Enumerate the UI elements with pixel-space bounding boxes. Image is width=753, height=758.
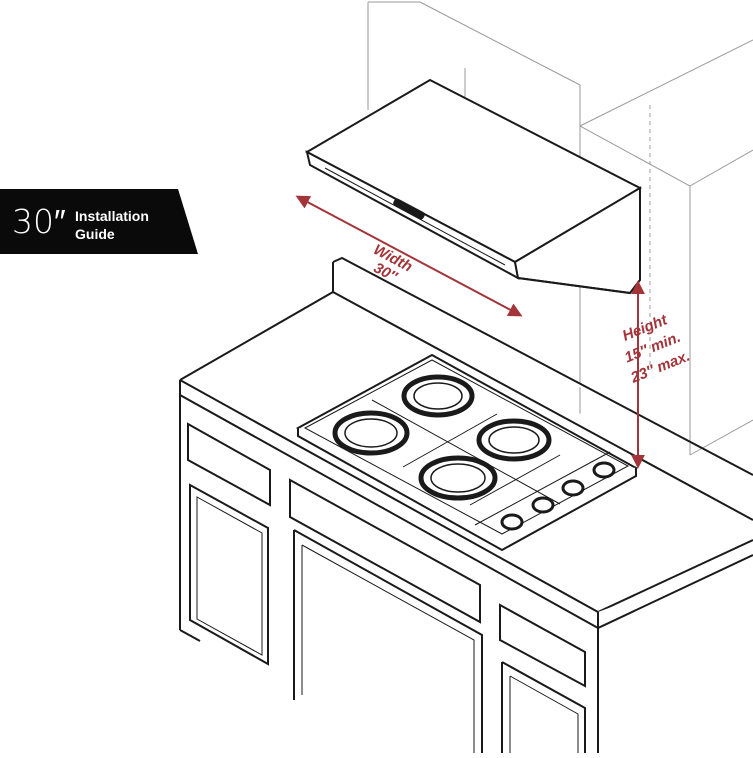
base-cabinets [179, 395, 599, 753]
badge-label-line1: Installation [75, 208, 149, 224]
badge-label-line2: Guide [75, 226, 115, 242]
width-dimension-arrow [295, 195, 523, 317]
installation-guide-badge [0, 189, 198, 254]
range-hood [304, 78, 643, 295]
badge-shape [0, 189, 198, 254]
burners [332, 374, 552, 501]
control-knobs [500, 461, 616, 531]
badge-label: Installation Guide [75, 207, 149, 243]
cooktop [295, 353, 639, 552]
badge-size-text: 30″ [12, 202, 66, 241]
